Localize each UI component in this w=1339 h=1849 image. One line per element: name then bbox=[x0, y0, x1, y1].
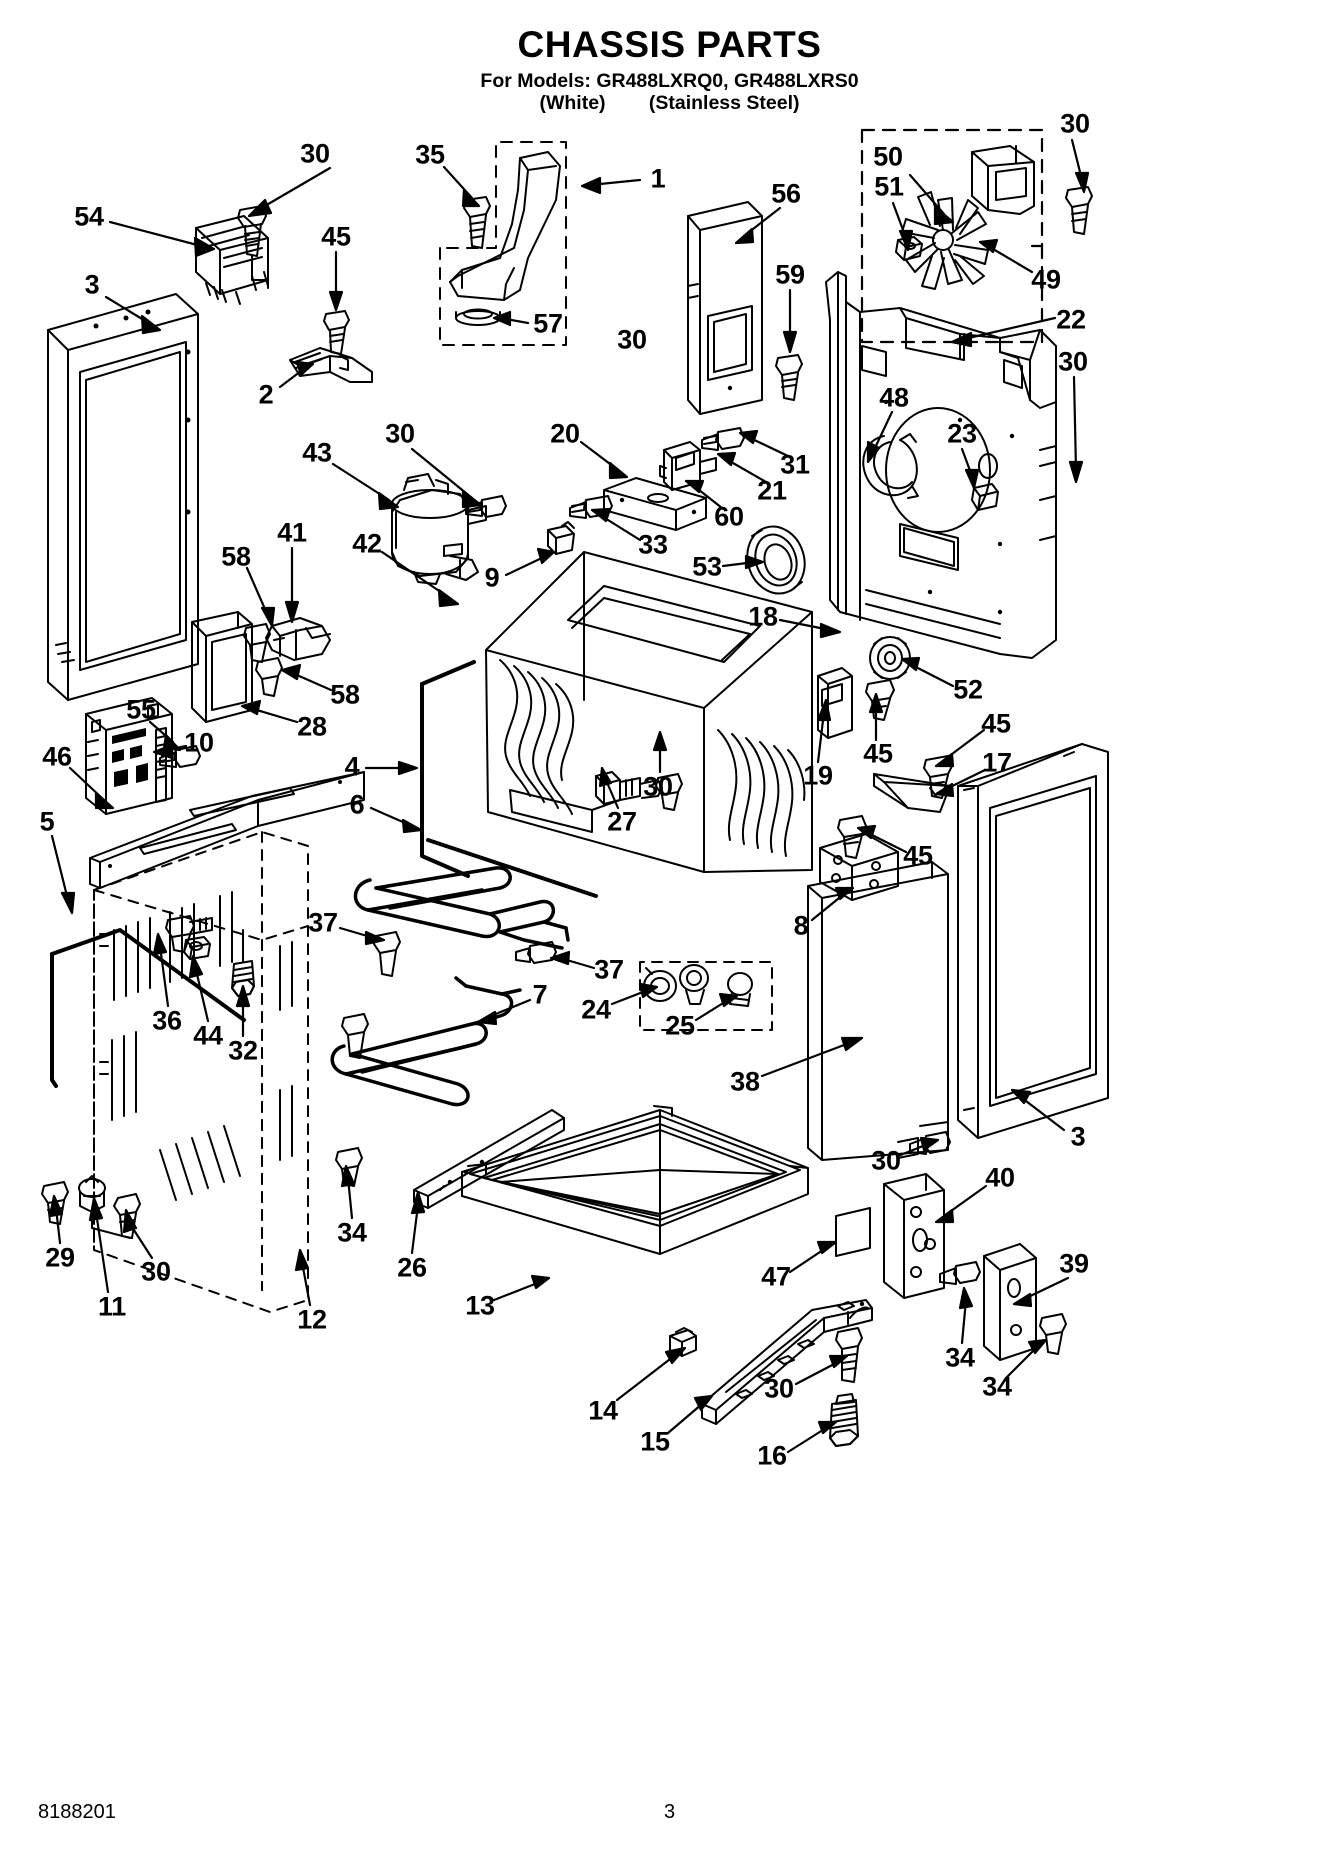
finishes-line: (White) (Stainless Steel) bbox=[539, 92, 800, 115]
callout-number: 45 bbox=[903, 840, 933, 871]
callout-number: 22 bbox=[1056, 304, 1086, 335]
callout-number: 28 bbox=[297, 711, 327, 742]
callout-number: 49 bbox=[1031, 264, 1061, 295]
callout-number: 35 bbox=[415, 139, 445, 170]
callout-number: 30 bbox=[385, 418, 415, 449]
callout-number: 3 bbox=[84, 269, 100, 300]
callout-number: 9 bbox=[484, 562, 500, 593]
callout-number: 27 bbox=[607, 806, 637, 837]
callout-number: 10 bbox=[184, 727, 214, 758]
callout-number: 38 bbox=[730, 1066, 760, 1097]
callout-number: 29 bbox=[45, 1242, 75, 1273]
callout-number: 56 bbox=[771, 178, 801, 209]
callout-number: 11 bbox=[98, 1291, 126, 1322]
callout-number: 13 bbox=[465, 1290, 495, 1321]
callout-number: 45 bbox=[321, 221, 351, 252]
callout-number: 41 bbox=[277, 517, 307, 548]
callout-number: 43 bbox=[302, 437, 332, 468]
diagram-footer: 8188201 3 bbox=[0, 1801, 1339, 1825]
callout-number: 1 bbox=[650, 163, 666, 194]
diagram-header: CHASSIS PARTS For Models: GR488LXRQ0, GR… bbox=[0, 24, 1339, 115]
callout-number: 51 bbox=[874, 171, 904, 202]
callout-number: 52 bbox=[953, 674, 983, 705]
callout-number: 24 bbox=[581, 994, 611, 1025]
callout-number: 50 bbox=[873, 141, 903, 172]
callout-number: 57 bbox=[533, 308, 563, 339]
callout-number: 30 bbox=[1058, 346, 1088, 377]
callout-number: 20 bbox=[550, 418, 580, 449]
callout-number: 33 bbox=[638, 529, 668, 560]
callout-number: 39 bbox=[1059, 1248, 1089, 1279]
callout-number: 37 bbox=[308, 907, 338, 938]
callout-number: 17 bbox=[982, 747, 1012, 778]
callout-number: 8 bbox=[793, 910, 809, 941]
callout-number: 36 bbox=[152, 1005, 182, 1036]
callout-number: 37 bbox=[594, 954, 624, 985]
callout-number: 2 bbox=[258, 379, 274, 410]
callout-number: 25 bbox=[665, 1010, 695, 1041]
callout-number: 58 bbox=[221, 541, 251, 572]
callout-number: 47 bbox=[761, 1261, 791, 1292]
page-number: 3 bbox=[663, 1801, 676, 1823]
models-line: For Models: GR488LXRQ0, GR488LXRS0 bbox=[480, 69, 859, 92]
callout-number: 15 bbox=[640, 1426, 670, 1457]
page-title: CHASSIS PARTS bbox=[517, 24, 822, 65]
callout-number: 30 bbox=[643, 771, 673, 802]
callout-number: 12 bbox=[297, 1304, 327, 1335]
callout-number: 26 bbox=[397, 1252, 427, 1283]
callout-number: 42 bbox=[352, 528, 382, 559]
callout-number: 23 bbox=[947, 418, 977, 449]
callout-number: 53 bbox=[692, 551, 722, 582]
callout-number: 16 bbox=[757, 1440, 787, 1471]
callout-number: 30 bbox=[300, 138, 330, 169]
callout-number: 30 bbox=[871, 1145, 901, 1176]
callout-number: 30 bbox=[617, 324, 647, 355]
callout-number: 48 bbox=[879, 382, 909, 413]
callout-number: 44 bbox=[193, 1020, 223, 1051]
callout-number: 14 bbox=[588, 1395, 618, 1426]
callout-number: 54 bbox=[74, 201, 104, 232]
callout-number: 30 bbox=[141, 1256, 171, 1287]
callout-number: 59 bbox=[775, 259, 805, 290]
callout-number: 55 bbox=[126, 694, 156, 725]
callout-number: 3 bbox=[1070, 1121, 1086, 1152]
callout-number: 60 bbox=[714, 501, 744, 532]
callout-number: 18 bbox=[748, 601, 778, 632]
callout-number: 30 bbox=[1060, 108, 1090, 139]
callout-number: 6 bbox=[349, 789, 365, 820]
callout-number: 46 bbox=[42, 741, 72, 772]
callout-number: 34 bbox=[982, 1371, 1012, 1402]
callout-number: 45 bbox=[981, 708, 1011, 739]
document-number: 8188201 bbox=[38, 1801, 116, 1823]
callout-number: 45 bbox=[863, 738, 893, 769]
callout-number: 31 bbox=[780, 449, 810, 480]
callout-number: 19 bbox=[803, 760, 833, 791]
callout-number: 4 bbox=[344, 751, 360, 782]
callout-number: 30 bbox=[764, 1373, 794, 1404]
callout-number: 32 bbox=[228, 1035, 258, 1066]
callout-number: 40 bbox=[985, 1162, 1015, 1193]
callout-number: 58 bbox=[330, 679, 360, 710]
callout-number: 34 bbox=[945, 1342, 975, 1373]
callout-number: 7 bbox=[532, 979, 548, 1010]
callout-number: 21 bbox=[757, 475, 787, 506]
callout-number: 34 bbox=[337, 1217, 367, 1248]
callout-number: 5 bbox=[39, 806, 55, 837]
